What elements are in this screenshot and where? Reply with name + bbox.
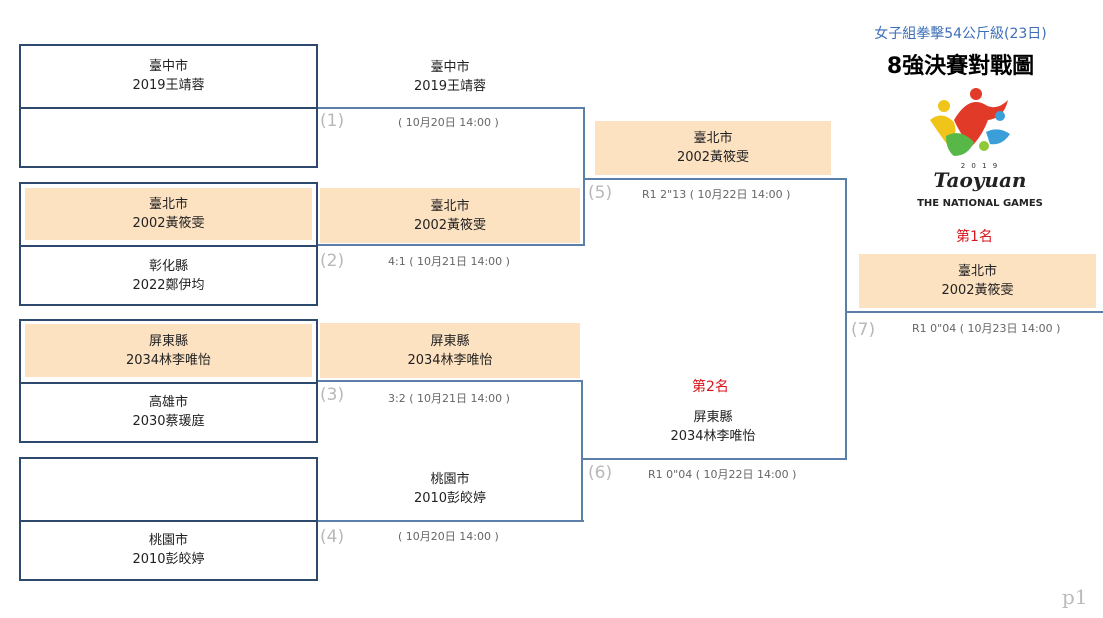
- athlete: 2034林李唯怡: [670, 429, 756, 444]
- bracket-title: 8強決賽對戰圖: [886, 54, 1035, 79]
- athlete: 2010彭皎婷: [132, 552, 205, 567]
- match-info-5: R1 2"13 ( 10月22日 14:00 ): [642, 188, 791, 201]
- round1-match3-top: 屏東縣 2034林李唯怡: [25, 324, 312, 377]
- athlete: 2010彭皎婷: [413, 491, 487, 506]
- connector-m6-h: [583, 458, 847, 460]
- round1-match3-bottom: 高雄市 2030蔡瑗庭: [25, 386, 312, 438]
- match-number-5: (5): [588, 183, 613, 203]
- round1-match1-box: [19, 44, 318, 168]
- match-number-4: (4): [320, 527, 345, 547]
- athlete: 2019王靖蓉: [132, 78, 205, 93]
- match-info-3: 3:2 ( 10月21日 14:00 ): [388, 392, 510, 405]
- match-info-6: R1 0"04 ( 10月22日 14:00 ): [648, 468, 797, 481]
- round1-match1-top: 臺中市 2019王靖蓉: [25, 50, 312, 102]
- match-info-7: R1 0"04 ( 10月23日 14:00 ): [912, 322, 1061, 335]
- athlete: 2030蔡瑗庭: [132, 414, 205, 429]
- second-place-label: 第2名: [692, 379, 729, 395]
- match-info-4: ( 10月20日 14:00 ): [398, 530, 499, 543]
- team: 彰化縣: [148, 259, 188, 274]
- athlete: 2002黃筱雯: [941, 283, 1014, 298]
- athlete: 2002黃筱雯: [413, 217, 487, 233]
- team: 桃園市: [430, 472, 470, 487]
- round2-winner-2: 臺北市 2002黃筱雯: [320, 188, 580, 243]
- category-title: 女子組拳擊54公斤級(23日): [874, 26, 1047, 42]
- semifinal-winner-lower: 屏東縣 2034林李唯怡: [595, 402, 831, 452]
- match-info-2: 4:1 ( 10月21日 14:00 ): [388, 255, 510, 268]
- athlete: 2022鄭伊均: [132, 278, 205, 293]
- logo-wordmark: Taoyuan: [933, 168, 1027, 192]
- athlete: 2034林李唯怡: [407, 352, 493, 368]
- connector-m4-h: [318, 520, 584, 522]
- round1-match4-top: [25, 463, 312, 515]
- team: 桃園市: [148, 533, 188, 548]
- connector-m56-v: [845, 178, 847, 460]
- match-number-6: (6): [588, 463, 613, 483]
- taoyuan-logo-icon: [930, 88, 1010, 156]
- team: 屏東縣: [148, 333, 188, 349]
- page-label: p1: [1062, 585, 1088, 609]
- match-number-2: (2): [320, 251, 345, 271]
- match-number-3: (3): [320, 385, 345, 405]
- connector-m3-h: [318, 380, 582, 382]
- round1-match2-top: 臺北市 2002黃筱雯: [25, 188, 312, 240]
- round1-match4-box: [19, 457, 318, 581]
- connector-m7-h: [845, 311, 1103, 313]
- team: 臺中市: [148, 59, 188, 74]
- match-number-7: (7): [851, 320, 876, 340]
- round2-winner-3: 屏東縣 2034林李唯怡: [320, 323, 580, 378]
- divider: [21, 245, 316, 247]
- team: 高雄市: [148, 395, 188, 410]
- team: 臺北市: [957, 264, 997, 279]
- games-logo: 2 0 1 9 Taoyuan THE NATIONAL GAMES: [900, 84, 1060, 214]
- connector-m2-h: [318, 244, 584, 246]
- champion-box: 臺北市 2002黃筱雯: [859, 254, 1096, 308]
- logo-caption: THE NATIONAL GAMES: [917, 198, 1043, 209]
- team: 屏東縣: [430, 333, 470, 349]
- match-number-1: (1): [320, 111, 345, 131]
- athlete: 2034林李唯怡: [125, 352, 212, 368]
- round2-winner-4: 桃園市 2010彭皎婷: [320, 464, 580, 514]
- athlete: 2019王靖蓉: [413, 79, 487, 94]
- semifinal-winner-upper: 臺北市 2002黃筱雯: [595, 121, 831, 175]
- divider: [21, 107, 316, 109]
- team: 屏東縣: [693, 410, 733, 425]
- round2-winner-1: 臺中市 2019王靖蓉: [320, 52, 580, 102]
- connector-m12-v: [583, 107, 585, 246]
- team: 臺北市: [148, 197, 188, 212]
- athlete: 2002黃筱雯: [676, 150, 750, 165]
- connector-m1-h: [318, 107, 584, 109]
- connector-m5-h: [583, 178, 847, 180]
- divider: [21, 382, 316, 384]
- athlete: 2002黃筱雯: [132, 216, 205, 231]
- round1-match4-bottom: 桃園市 2010彭皎婷: [25, 524, 312, 576]
- divider: [21, 520, 316, 522]
- first-place-label: 第1名: [956, 229, 993, 245]
- round1-match1-bottom: [25, 112, 312, 164]
- team: 臺中市: [430, 60, 470, 75]
- match-info-1: ( 10月20日 14:00 ): [398, 116, 499, 129]
- team: 臺北市: [430, 198, 470, 214]
- team: 臺北市: [693, 131, 733, 146]
- logo-year: 2 0 1 9: [960, 162, 1000, 170]
- round1-match2-bottom: 彰化縣 2022鄭伊均: [25, 250, 312, 302]
- connector-m34-v: [581, 380, 583, 522]
